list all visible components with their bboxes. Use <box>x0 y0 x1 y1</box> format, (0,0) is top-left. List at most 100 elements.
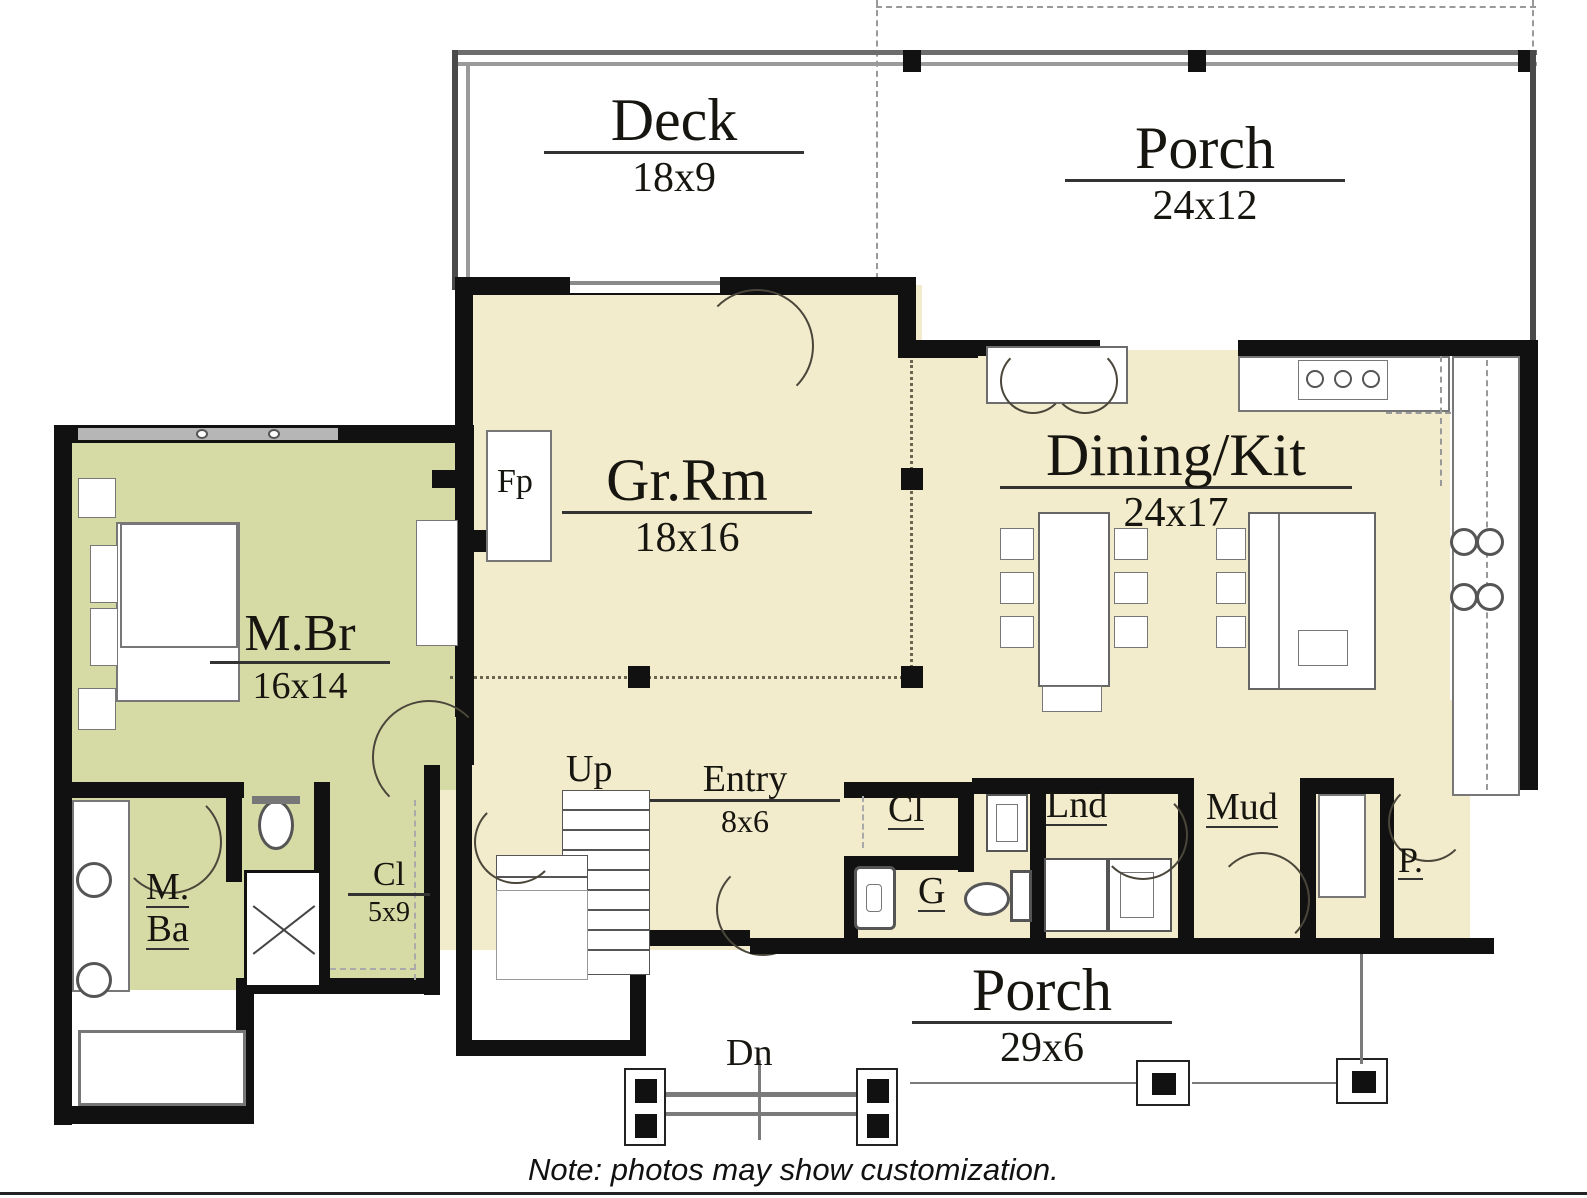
wall-g-right <box>1030 782 1046 952</box>
porch-post-2 <box>856 1068 898 1146</box>
deck-door-threshold <box>570 281 720 285</box>
guest-shower-drain <box>866 884 882 912</box>
master-window-top <box>78 428 338 440</box>
room-dims-closet: 5x9 <box>368 897 410 928</box>
bathtub <box>78 1030 246 1106</box>
pantry-door-swing <box>1388 782 1468 862</box>
dining-door-swing-right <box>1052 348 1118 414</box>
deck-wall-left <box>452 50 458 290</box>
master-bath-line2: Ba <box>146 908 190 950</box>
island-stool-1 <box>1216 528 1246 560</box>
room-name-great-room: Gr.Rm <box>562 450 812 514</box>
porch-post-1 <box>624 1068 666 1146</box>
wall-cl2-right <box>958 782 974 872</box>
customization-note: Note: photos may show customization. <box>528 1152 1059 1187</box>
porch-stair-center-line <box>758 1060 761 1140</box>
porch-rail-segment-3 <box>910 1082 1140 1084</box>
deck-rail-post-2 <box>1188 50 1206 72</box>
porch-right-connector <box>1360 954 1363 1064</box>
label-up: Up <box>566 748 613 790</box>
deck-rail-top <box>452 50 1537 55</box>
dining-chair-right-1 <box>1114 528 1148 560</box>
toilet-master <box>258 800 294 850</box>
room-dims-dining-kitchen: 24x17 <box>1123 490 1229 536</box>
vanity-sink-1 <box>76 862 112 898</box>
label-pantry: P. <box>1398 840 1424 880</box>
dining-chair-end <box>1042 686 1102 712</box>
room-name-closet: Cl <box>348 858 430 896</box>
entry-front-door-swing <box>716 862 810 956</box>
label-g: G <box>918 870 946 912</box>
pillow-2 <box>90 608 118 666</box>
dining-chair-right-2 <box>1114 572 1148 604</box>
toilet-tank-master <box>252 796 300 804</box>
room-dims-master-bedroom: 16x14 <box>252 665 348 707</box>
wall-lnd-bottom <box>1044 938 1194 954</box>
burner-icon-2 <box>1334 370 1352 388</box>
beam-line-vertical <box>910 360 913 680</box>
wall-masterbath-div <box>226 782 242 882</box>
beam-line-horizontal <box>450 676 915 679</box>
cl2-shelf-dash <box>862 796 864 848</box>
wall-masterbath-top <box>54 782 244 798</box>
nightstand-top <box>78 478 116 518</box>
label-dn: Dn <box>726 1032 773 1074</box>
wall-mud-left <box>1300 778 1316 954</box>
deck-door-opening <box>570 277 720 293</box>
roofline-dashed-left <box>876 0 878 350</box>
room-dims-great-room: 18x16 <box>634 515 740 561</box>
porch-wall-right <box>1530 50 1536 350</box>
dining-chair-left-2 <box>1000 572 1034 604</box>
beam-column-top <box>901 468 923 490</box>
deck-wall-left-inner <box>466 62 470 290</box>
island-sink <box>1298 630 1348 666</box>
room-label-dining-kitchen: Dining/Kit 24x17 <box>1000 425 1352 534</box>
dining-chair-left-3 <box>1000 616 1034 648</box>
wall-entry-left <box>456 765 472 1055</box>
porch-post-4 <box>1336 1058 1388 1104</box>
guest-sink <box>1010 870 1032 922</box>
room-name-porch-bottom: Porch <box>912 960 1172 1024</box>
fireplace-hearth <box>486 430 552 562</box>
room-dims-deck: 18x9 <box>632 155 716 201</box>
label-lnd: Lnd <box>1046 784 1108 826</box>
wall-cl2-top <box>844 782 974 798</box>
island-stool-3 <box>1216 616 1246 648</box>
master-bath-door-swing <box>118 790 222 894</box>
wall-master-left <box>54 425 72 1125</box>
footer-divider <box>0 1192 1587 1195</box>
deck-rail-post-1 <box>903 50 921 72</box>
room-label-master-bath: M. Ba <box>146 866 190 950</box>
wall-master-bottom <box>54 1106 254 1124</box>
wall-mud-top <box>1300 778 1386 794</box>
room-dims-porch-top: 24x12 <box>1152 183 1258 229</box>
dining-table <box>1038 512 1110 687</box>
room-name-porch-top: Porch <box>1065 118 1345 182</box>
room-label-porch-bottom: Porch 29x6 <box>912 960 1172 1069</box>
wall-master-right <box>456 425 474 765</box>
deck-door-swing <box>700 289 814 403</box>
porch-post-3 <box>1136 1060 1190 1106</box>
room-label-master-bedroom: M.Br 16x14 <box>210 608 390 705</box>
fireplace-wall-outer <box>432 470 462 488</box>
toilet-guest <box>964 882 1010 916</box>
room-label-entry: Entry 8x6 <box>650 760 840 837</box>
sink-bowl-icon-1 <box>1450 528 1478 556</box>
stair-door-swing <box>474 800 558 884</box>
room-name-entry: Entry <box>650 760 840 802</box>
upper-cabinet-dash-a <box>1440 356 1442 486</box>
bed-mattress <box>120 523 238 648</box>
dining-door-swing-left <box>1000 348 1066 414</box>
shower-stall <box>244 870 322 988</box>
room-label-deck: Deck 18x9 <box>544 90 804 199</box>
vanity-sink-2 <box>76 962 112 998</box>
burner-icon-1 <box>1306 370 1324 388</box>
dresser <box>416 520 458 646</box>
room-name-deck: Deck <box>544 90 804 154</box>
room-name-master-bedroom: M.Br <box>210 608 390 664</box>
island-divider <box>1278 514 1280 688</box>
master-bath-line1: M. <box>146 866 190 908</box>
label-mud: Mud <box>1206 786 1278 828</box>
wall-entry-bottom <box>456 1040 646 1056</box>
